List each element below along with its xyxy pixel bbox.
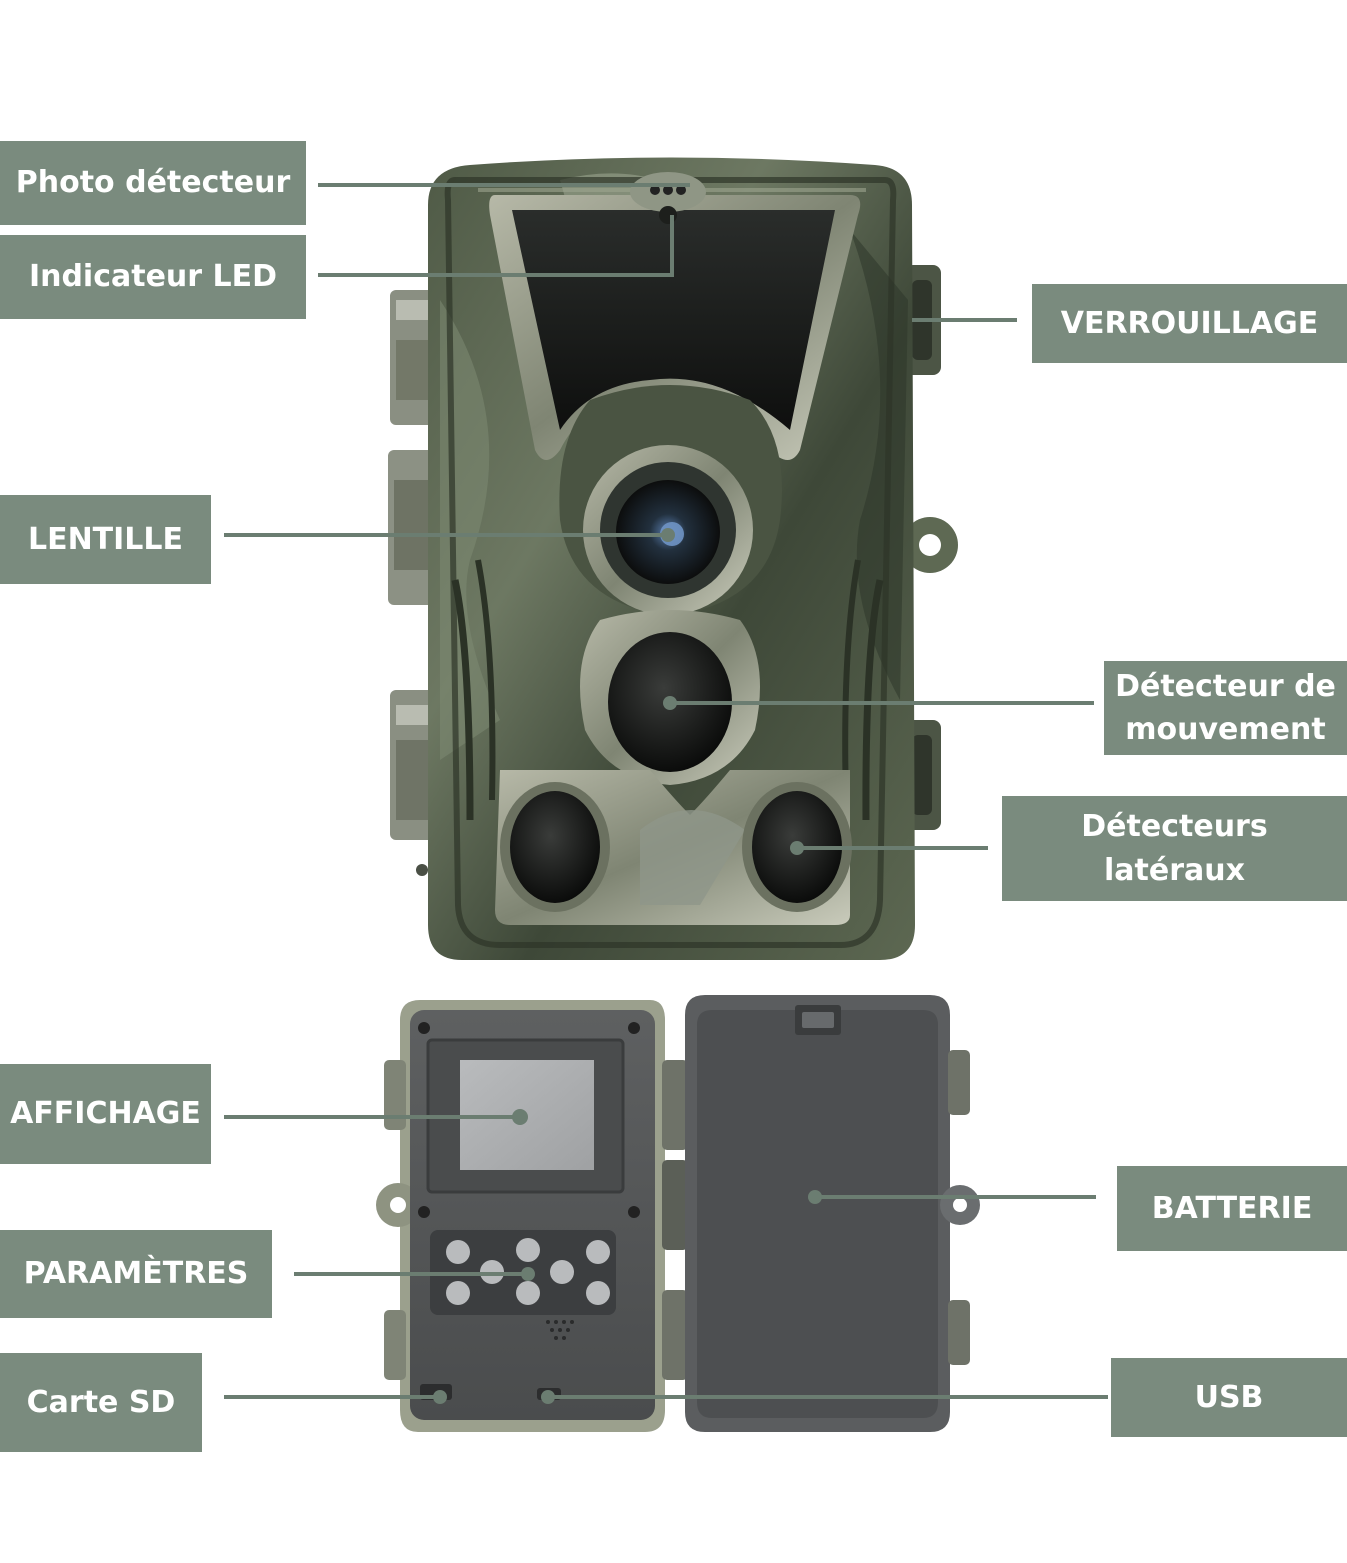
label-usb: USB [1111, 1358, 1347, 1437]
leader-dots [433, 528, 822, 1404]
label-led-indicator: Indicateur LED [0, 235, 306, 319]
label-lens: LENTILLE [0, 495, 211, 584]
label-lock: VERROUILLAGE [1032, 284, 1347, 363]
label-side-detectors: Détecteurs latéraux [1002, 796, 1347, 901]
leader-led-indicator [318, 215, 674, 277]
label-battery: BATTERIE [1117, 1166, 1347, 1251]
camera-open-view [376, 995, 980, 1432]
label-settings: PARAMÈTRES [0, 1230, 272, 1318]
leader-lines [224, 183, 1108, 1399]
camera-front [388, 157, 958, 960]
label-photo-detector: Photo détecteur [0, 141, 306, 225]
label-display: AFFICHAGE [0, 1064, 211, 1164]
label-sd-card: Carte SD [0, 1353, 202, 1452]
label-motion-detector: Détecteur de mouvement [1104, 661, 1347, 755]
